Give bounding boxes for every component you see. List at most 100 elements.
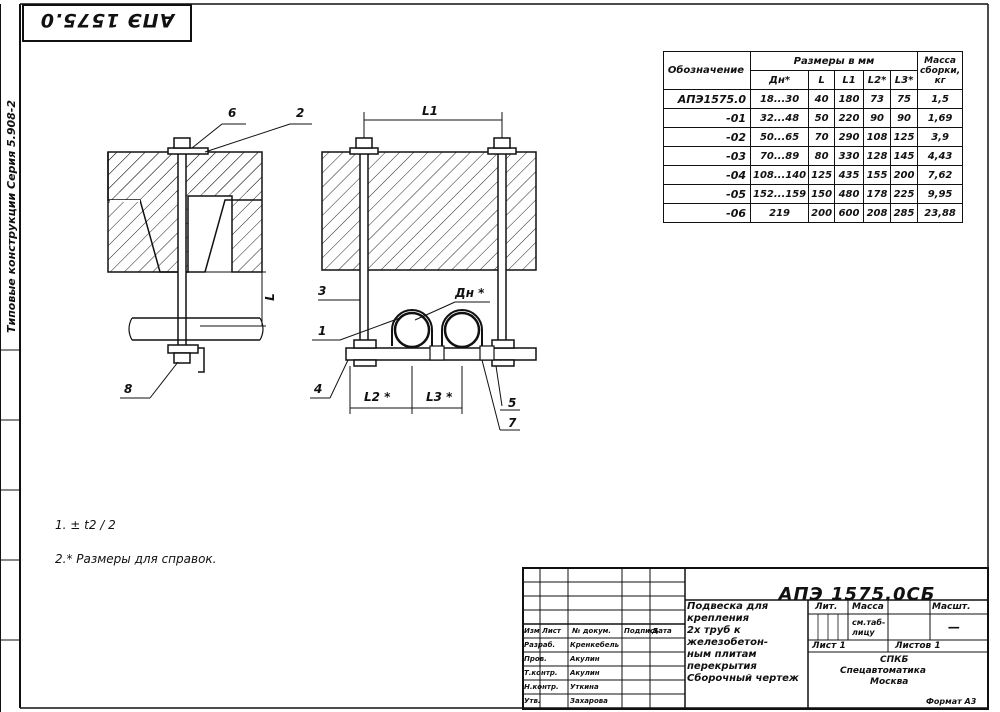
cell-des: -06 (663, 203, 751, 223)
cell-l1: 435 (834, 165, 865, 185)
cell-l1: 220 (834, 108, 865, 128)
format: Формат А3 (926, 697, 977, 706)
cell-dn: 152...159 (749, 184, 810, 204)
cell-m: 1,5 (917, 89, 964, 109)
head-doc: № докум. (572, 627, 612, 635)
label-item-1: 1 (318, 324, 327, 338)
role-prov: Пров. (524, 655, 547, 663)
label-item-3: 3 (318, 284, 327, 298)
cell-l1: 600 (834, 203, 865, 223)
th-l1: L1 (834, 70, 865, 90)
title-block-code: АПЭ 1575.0СБ (778, 584, 936, 605)
role-tkontr: Т.контр. (524, 669, 558, 677)
cell-l2: 208 (863, 203, 892, 223)
cell-l2: 128 (863, 146, 892, 166)
name-utv: Захарова (570, 697, 608, 705)
th-l2: L2* (863, 70, 892, 90)
label-item-4: 4 (314, 382, 323, 396)
cell-l: 125 (808, 165, 836, 185)
name-nkontr: Уткина (570, 683, 599, 691)
cell-l3: 200 (890, 165, 919, 185)
cell-l2: 155 (863, 165, 892, 185)
cell-dn: 108...140 (749, 165, 810, 185)
th-designation: Обозначение (663, 51, 751, 90)
cell-l: 70 (808, 127, 836, 147)
left-section-view (107, 123, 312, 399)
name-line-4: Сборочный чертеж (687, 673, 799, 684)
dimensions-table: Обозначение Размеры в мм Масса сборки, к… (663, 51, 964, 223)
cell-l2: 73 (863, 89, 892, 109)
head-date: Дата (652, 627, 672, 635)
label-item-2: 2 (296, 106, 305, 120)
col-mass: Масса (852, 602, 884, 612)
role-razrab: Разраб. (524, 641, 556, 649)
note-2: 2.* Размеры для справок. (55, 552, 217, 566)
cell-des: -01 (663, 108, 751, 128)
label-dim-dn: Дн * (455, 286, 485, 300)
name-line-3: ным плитам перекрытия (687, 649, 757, 672)
label-dim-l3: L3 * (426, 390, 453, 404)
cell-l3: 75 (890, 89, 919, 109)
head-izm: Изм (524, 627, 540, 635)
th-dn: Дн* (749, 70, 810, 90)
label-item-6: 6 (228, 106, 237, 120)
cell-m: 7,62 (917, 165, 964, 185)
cell-l3: 145 (890, 146, 919, 166)
cell-m: 4,43 (917, 146, 964, 166)
cell-dn: 70...89 (749, 146, 810, 166)
name-tkontr: Акулин (570, 669, 600, 677)
mass-value: см.таб-лицу (852, 618, 886, 637)
sheet-number: Лист 1 (812, 641, 846, 651)
title-block-name: Подвеска для крепления 2х труб к железоб… (687, 601, 807, 685)
org-line-3: Москва (870, 677, 909, 687)
cell-l: 80 (808, 146, 836, 166)
cell-m: 1,69 (917, 108, 964, 128)
head-list: Лист (542, 627, 561, 635)
cell-l1: 290 (834, 127, 865, 147)
th-mass: Масса сборки, кг (917, 51, 964, 90)
name-line-1: Подвеска для крепления (687, 601, 769, 624)
cell-m: 3,9 (917, 127, 964, 147)
cell-l2: 178 (863, 184, 892, 204)
th-l: L (808, 70, 836, 90)
th-l3: L3* (890, 70, 919, 90)
cell-l1: 330 (834, 146, 865, 166)
cell-l1: 480 (834, 184, 865, 204)
title-block-grid (522, 567, 989, 710)
label-dim-l2: L2 * (364, 390, 391, 404)
sheet-frame (0, 3, 989, 712)
cell-l2: 108 (863, 127, 892, 147)
col-lit: Лит. (815, 602, 838, 612)
cell-dn: 18...30 (749, 89, 810, 109)
note-1-prefix: 1. (55, 518, 67, 532)
th-dimensions: Размеры в мм (749, 51, 919, 71)
cell-m: 23,88 (917, 203, 964, 223)
top-left-stamp: АПЭ 1575.0 (22, 4, 192, 42)
note-1: 1. ± t2 / 2 (55, 518, 116, 532)
cell-l: 150 (808, 184, 836, 204)
cell-des: -03 (663, 146, 751, 166)
role-nkontr: Н.контр. (524, 683, 559, 691)
cell-l2: 90 (863, 108, 892, 128)
label-item-8: 8 (124, 382, 133, 396)
label-item-5: 5 (508, 396, 517, 410)
cell-m: 9,95 (917, 184, 964, 204)
cell-l3: 225 (890, 184, 919, 204)
cell-l1: 180 (834, 89, 865, 109)
cell-l3: 125 (890, 127, 919, 147)
name-razrab: Кренкебель (570, 641, 620, 649)
role-utv: Утв. (524, 697, 541, 705)
cell-des: -02 (663, 127, 751, 147)
org-line-2: Спецавтоматика (840, 666, 926, 676)
note-1-value: ± t2 / 2 (70, 518, 116, 532)
cell-l3: 285 (890, 203, 919, 223)
label-item-7: 7 (508, 416, 517, 430)
name-line-2: 2х труб к железобетон- (687, 625, 769, 648)
cell-des: АПЭ1575.0 (663, 89, 751, 109)
